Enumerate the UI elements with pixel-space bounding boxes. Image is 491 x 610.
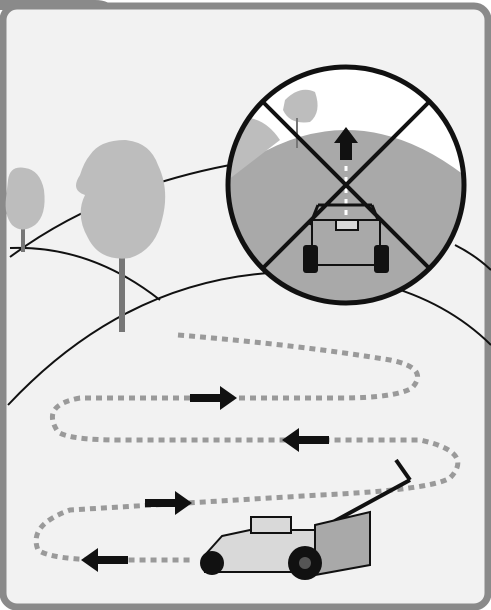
- prohibited-uphill-mowing-inset: [228, 67, 464, 303]
